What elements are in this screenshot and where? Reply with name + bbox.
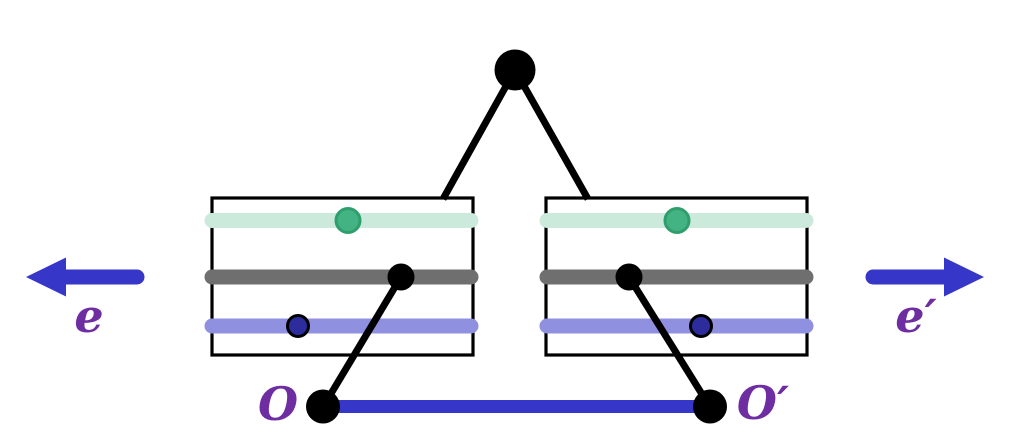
apex-node (494, 49, 536, 91)
apex-right-edge (511, 68, 592, 201)
right-arrow-head (944, 257, 984, 297)
label-o-prime: O′ (737, 376, 789, 430)
left-green-dot (334, 207, 362, 234)
origin-node-right (693, 389, 727, 424)
right-arrow-icon (865, 257, 984, 297)
right-green-dot (663, 207, 691, 234)
left-black-dot (387, 263, 415, 291)
right-navy-dot (689, 314, 713, 338)
apex-left-edge (439, 68, 519, 201)
origin-node-left (306, 389, 340, 424)
left-navy-dot (286, 314, 310, 338)
right-black-dot (615, 263, 643, 291)
label-e-prime: e′ (895, 289, 936, 343)
apex-edges (439, 68, 592, 201)
left-origin-edge (319, 275, 405, 409)
label-e: e (74, 289, 103, 343)
left-arrow-head (26, 257, 66, 297)
label-o: O (258, 377, 298, 431)
left-arrow-icon (26, 257, 145, 297)
right-origin-edge (626, 275, 713, 409)
